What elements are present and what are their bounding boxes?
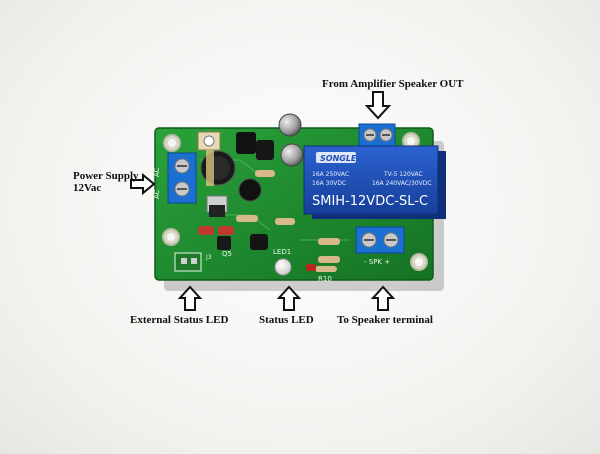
silk-ac1: AC <box>153 167 161 177</box>
capacitor-silver <box>278 113 302 137</box>
label-power-voltage: 12Vac <box>73 182 102 194</box>
label-power-supply: Power Supply <box>73 170 139 182</box>
status-led <box>274 258 292 276</box>
silk-r10: R10 <box>318 275 332 283</box>
relay-model: SMIH-12VDC-SL-C <box>312 194 428 209</box>
svg-text:16A 250VAC: 16A 250VAC <box>312 171 349 178</box>
label-speaker-terminal: To Speaker terminal <box>337 314 433 326</box>
arrow-up-icon <box>177 285 203 311</box>
power-terminal-block <box>167 152 197 204</box>
mounting-holes <box>162 132 428 271</box>
svg-text:16A 30VDC: 16A 30VDC <box>312 180 346 187</box>
silk-j3: J3 <box>205 254 212 261</box>
arrow-down-icon <box>364 91 392 120</box>
capacitor-silver-2 <box>280 143 304 167</box>
svg-text:TV-5 120VAC: TV-5 120VAC <box>383 171 423 178</box>
relay-brand: SONGLE <box>320 154 357 163</box>
silk-spk: - SPK + <box>364 258 390 266</box>
label-status-led: Status LED <box>259 314 314 326</box>
relay: SONGLE 16A 250VAC 16A 30VDC TV-5 120VAC … <box>303 145 446 219</box>
arrow-up-icon-2 <box>276 285 302 311</box>
amp-input-terminal <box>358 123 396 149</box>
label-external-led: External Status LED <box>130 314 229 326</box>
svg-text:16A 240VAC/30VDC: 16A 240VAC/30VDC <box>372 180 432 187</box>
label-amp-out: From Amplifier Speaker OUT <box>322 78 464 90</box>
silk-q5: Q5 <box>222 250 232 258</box>
resistors <box>236 170 340 272</box>
external-led-header <box>174 252 202 272</box>
arrow-up-icon-3 <box>370 285 396 311</box>
speaker-terminal <box>355 226 405 254</box>
silk-led1: LED1 <box>273 248 291 256</box>
silk-ac2: AC <box>153 189 161 199</box>
arrow-right-icon <box>130 172 156 196</box>
